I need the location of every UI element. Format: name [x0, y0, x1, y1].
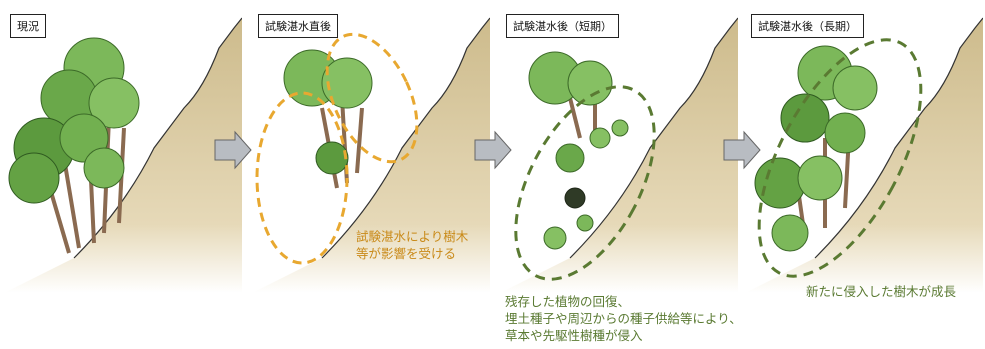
- panel-current: 現況: [4, 8, 242, 293]
- impact-ellipse: [325, 32, 419, 164]
- after-impound-scene: [252, 17, 490, 293]
- current-scene: [4, 17, 242, 293]
- slope: [4, 18, 242, 293]
- panel-label: 試験湛水後（長期）: [751, 14, 864, 38]
- arrow-right-icon: [474, 130, 512, 170]
- panel-label: 現況: [10, 14, 46, 38]
- arrow-right-icon: [214, 130, 252, 170]
- short-term-scene: [500, 17, 738, 293]
- long-term-caption: 新たに侵入した樹木が成長: [806, 284, 957, 299]
- growth-ellipse: [757, 38, 923, 278]
- panel-long-term: 試験湛水後（長期）: [745, 8, 983, 293]
- grown-forest: [754, 45, 878, 252]
- short-term-caption: 残存した植物の回復、 埋土種子や周辺からの種子供給等により、 草本や先駆性樹種が…: [505, 294, 742, 343]
- panel-label: 試験湛水後（短期）: [506, 14, 619, 38]
- remaining-trees: [283, 49, 373, 189]
- arrow-right-icon: [723, 130, 761, 170]
- recovering-vegetation: [528, 51, 629, 250]
- panel-after-impound: 試験湛水直後: [252, 8, 490, 293]
- forest: [8, 37, 140, 254]
- impact-ellipse: [255, 91, 349, 265]
- panel-short-term: 試験湛水後（短期）: [500, 8, 738, 293]
- impact-caption: 試験湛水により樹木 等が影響を受ける: [356, 229, 469, 261]
- panel-label: 試験湛水直後: [258, 14, 338, 38]
- long-term-scene: [745, 17, 983, 293]
- recovery-ellipse: [514, 85, 656, 281]
